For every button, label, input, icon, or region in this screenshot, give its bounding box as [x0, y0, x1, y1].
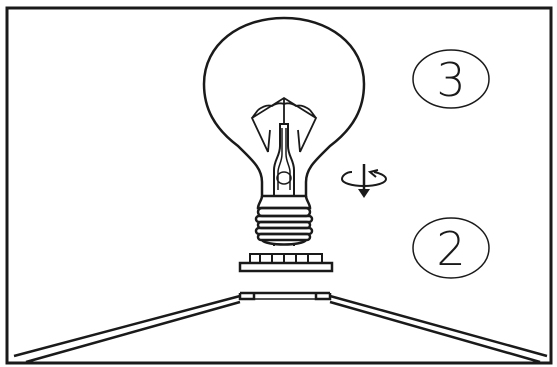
- light-bulb: [202, 16, 366, 246]
- bulb-stem: [273, 123, 295, 196]
- step-circle: [412, 49, 490, 109]
- filament-coil: [257, 102, 311, 111]
- bulb-screw-base: [254, 206, 314, 246]
- step-number: 2: [436, 222, 465, 276]
- step-number: 3: [436, 53, 465, 107]
- bulb-stem-inner: [277, 128, 291, 190]
- bulb-glass: [202, 16, 366, 198]
- bulb-neck: [256, 195, 312, 210]
- bulb-stem-knob: [276, 171, 292, 185]
- lamp-socket: [238, 253, 334, 273]
- filament-wires: [250, 96, 318, 153]
- diagram-frame: [5, 6, 553, 365]
- step-marker-2: 2: [412, 217, 490, 279]
- step-marker-3: 3: [412, 49, 490, 109]
- step-circle: [412, 217, 490, 279]
- rotate-clockwise-icon: [340, 164, 388, 198]
- lamp-shade: [13, 291, 548, 364]
